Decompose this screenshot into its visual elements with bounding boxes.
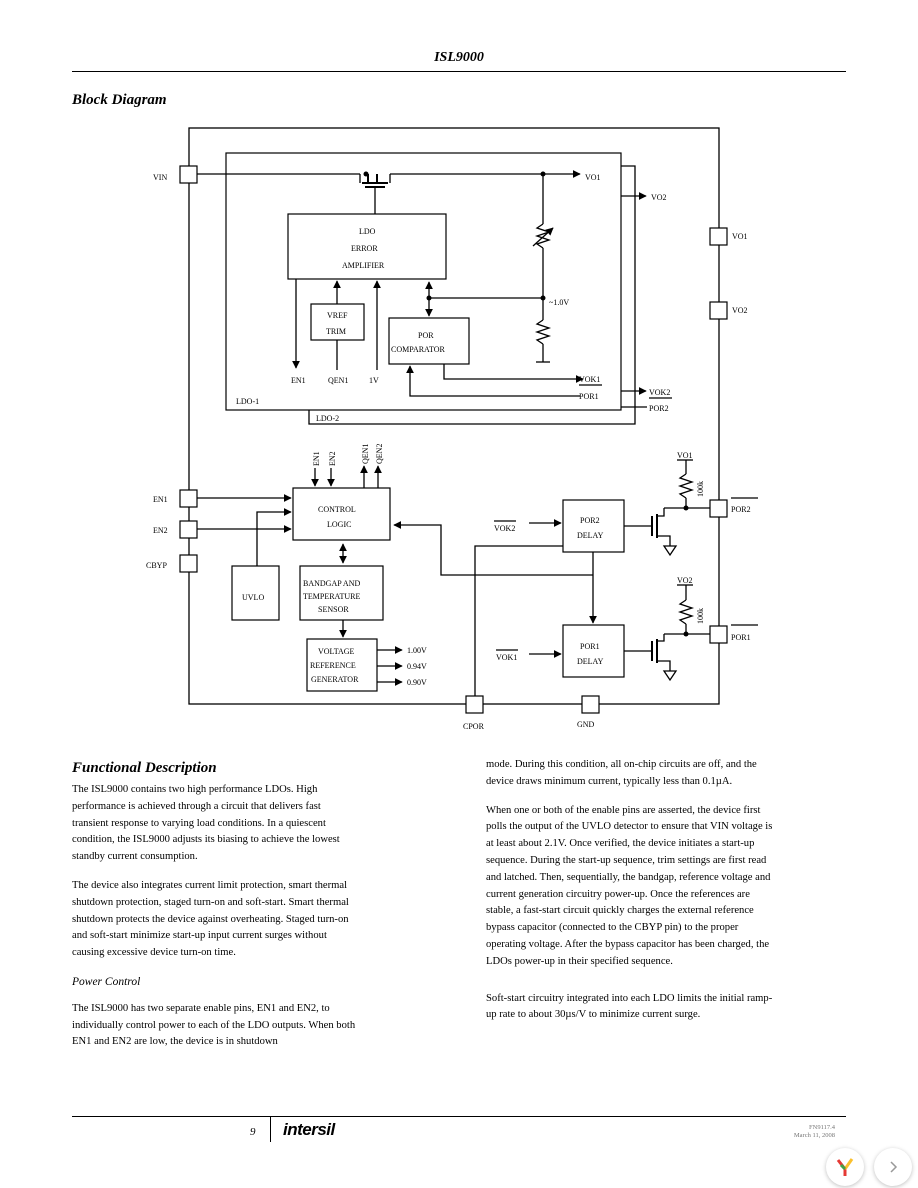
paragraph-1: The ISL9000 contains two high performanc… [72, 784, 340, 863]
bandgap-box [299, 565, 384, 621]
svg-text:AMPLIFIER: AMPLIFIER [342, 261, 385, 270]
paragraph-4: mode. During this condition, all on-chip… [486, 759, 757, 787]
label-vin: VIN [153, 173, 167, 182]
svg-text:COMPARATOR: COMPARATOR [391, 345, 445, 354]
ldo1-label: LDO-1 [236, 397, 259, 406]
paragraph-2: The device also integrates current limit… [72, 879, 349, 959]
svg-text:VREF: VREF [327, 311, 348, 320]
svg-text:POR1: POR1 [579, 392, 599, 401]
voltage-reference-box [306, 638, 378, 692]
svg-text:POR1: POR1 [580, 642, 600, 651]
ldo2-label: LDO-2 [316, 414, 339, 423]
label-por1: POR1 [731, 633, 751, 642]
svg-text:QEN2: QEN2 [375, 444, 384, 464]
svg-text:ERROR: ERROR [351, 244, 378, 253]
paragraph-6: Soft-start circuitry integrated into eac… [486, 992, 773, 1021]
por1-delay-box [562, 624, 625, 678]
svg-text:BANDGAP AND: BANDGAP AND [303, 579, 360, 588]
svg-text:POR: POR [418, 331, 434, 340]
svg-text:POR2: POR2 [580, 516, 600, 525]
svg-text:VO1: VO1 [677, 451, 693, 460]
chip-outline [188, 127, 720, 705]
label-cbyp: CBYP [146, 561, 167, 570]
label-en1: EN1 [153, 495, 168, 504]
page-number: 9 [250, 1126, 256, 1138]
svg-text:1.00V: 1.00V [407, 646, 427, 655]
pin-vo1 [709, 227, 728, 246]
document-header-title: ISL9000 [434, 50, 484, 65]
svg-text:100k: 100k [696, 608, 705, 624]
svg-text:VOK2: VOK2 [649, 388, 670, 397]
svg-text:SENSOR: SENSOR [318, 605, 349, 614]
pin-vin [179, 165, 198, 184]
svg-text:LDO: LDO [359, 227, 376, 236]
right-column: mode. During this condition, all on-chip… [486, 757, 776, 1036]
control-logic-box [292, 487, 391, 541]
functional-description-title: Functional Description [72, 760, 217, 776]
ldo-vo2-out: VO2 [651, 193, 667, 202]
divider-voltage: ~1.0V [549, 298, 569, 307]
svg-text:EN2: EN2 [328, 451, 337, 466]
svg-text:VOK2: VOK2 [494, 524, 515, 533]
pin-por1 [709, 625, 728, 644]
paragraph-3: The ISL9000 has two separate enable pins… [72, 1002, 356, 1048]
ldo-vo1-out: VO1 [585, 173, 601, 182]
pin-cbyp [179, 554, 198, 573]
paragraph-5: When one or both of the enable pins are … [486, 804, 773, 967]
svg-text:TRIM: TRIM [326, 327, 346, 336]
svg-text:DELAY: DELAY [577, 531, 604, 540]
svg-text:POR2: POR2 [649, 404, 669, 413]
svg-text:VOLTAGE: VOLTAGE [318, 647, 355, 656]
intersil-logo: intersil [283, 1120, 335, 1139]
chevron-right-icon [890, 1161, 898, 1173]
next-page-button[interactable] [874, 1148, 912, 1186]
pin-gnd [581, 695, 600, 714]
pin-por2 [709, 499, 728, 518]
footer-rule [72, 1116, 846, 1117]
svg-text:1V: 1V [369, 376, 379, 385]
app-logo-icon [836, 1158, 854, 1176]
error-amplifier-box [287, 213, 447, 280]
svg-text:DELAY: DELAY [577, 657, 604, 666]
svg-text:TEMPERATURE: TEMPERATURE [303, 592, 360, 601]
footer-fn: FN9117.4 March 11, 2008 [793, 1124, 835, 1139]
header-rule [72, 71, 846, 72]
svg-text:100k: 100k [696, 481, 705, 497]
ldo2-box [308, 165, 636, 425]
footer-divider [270, 1116, 271, 1142]
pin-cpor [465, 695, 484, 714]
pin-en2 [179, 520, 198, 539]
uvlo-box [231, 565, 280, 621]
svg-text:0.94V: 0.94V [407, 662, 427, 671]
label-en2: EN2 [153, 526, 168, 535]
label-gnd: GND [577, 720, 595, 729]
svg-text:QEN1: QEN1 [328, 376, 348, 385]
svg-text:CONTROL: CONTROL [318, 505, 356, 514]
block-diagram-title: Block Diagram [72, 92, 167, 108]
svg-text:VO2: VO2 [677, 576, 693, 585]
svg-text:LOGIC: LOGIC [327, 520, 351, 529]
por-comparator-box [388, 317, 470, 365]
pin-en1 [179, 489, 198, 508]
power-control-title: Power Control [72, 975, 141, 988]
label-vo1: VO1 [732, 232, 748, 241]
svg-text:QEN1: QEN1 [361, 444, 370, 464]
label-cpor: CPOR [463, 722, 485, 731]
ldo1-box [225, 152, 622, 411]
svg-text:VOK1: VOK1 [496, 653, 517, 662]
svg-text:0.90V: 0.90V [407, 678, 427, 687]
svg-text:REFERENCE: REFERENCE [310, 661, 356, 670]
svg-text:EN1: EN1 [312, 451, 321, 466]
svg-text:GENERATOR: GENERATOR [311, 675, 359, 684]
svg-text:VOK1: VOK1 [579, 375, 600, 384]
block-diagram: VIN VO1 VO2 EN1 EN2 CBYP POR2 POR1 CPOR … [146, 127, 758, 731]
por2-delay-box [562, 499, 625, 553]
viewer-logo-button[interactable] [826, 1148, 864, 1186]
label-por2: POR2 [731, 505, 751, 514]
pin-vo2 [709, 301, 728, 320]
label-vo2: VO2 [732, 306, 748, 315]
left-column: The ISL9000 contains two high performanc… [72, 782, 357, 1063]
svg-text:EN1: EN1 [291, 376, 306, 385]
svg-text:UVLO: UVLO [242, 593, 264, 602]
